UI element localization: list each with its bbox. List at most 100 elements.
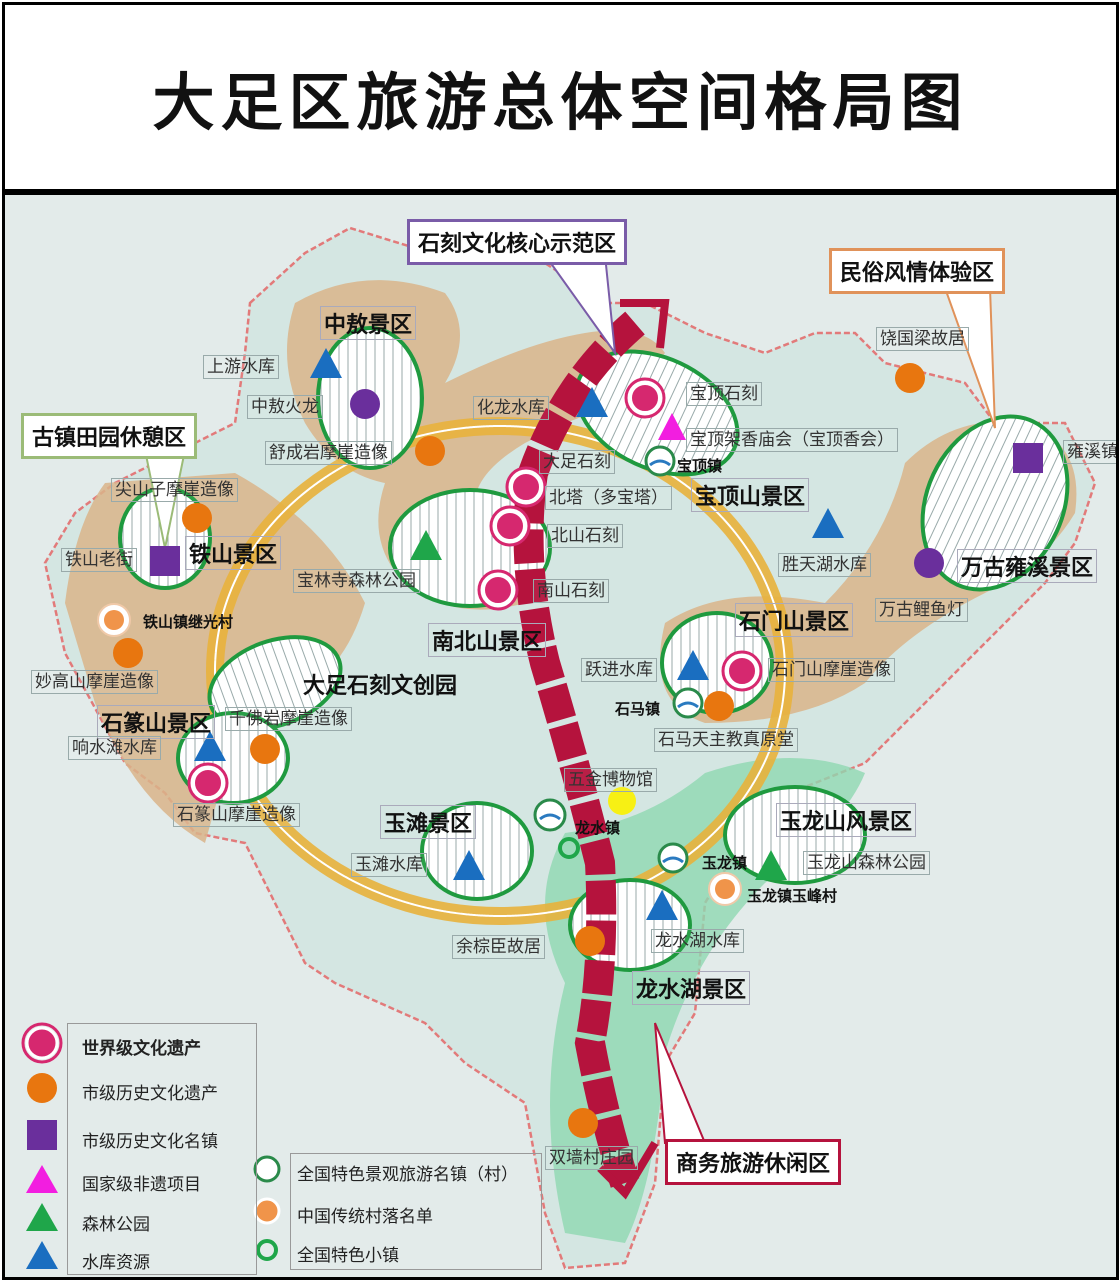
town-label: 龙水镇 — [575, 819, 621, 837]
place-label: 石篆山摩崖造像 — [173, 803, 300, 827]
scenic-town-badge-icon[interactable] — [644, 445, 676, 477]
legend-box-primary: 世界级文化遗产 市级历史文化遗产 市级历史文化名镇 国家级非遗项目 森林公园 水… — [67, 1023, 257, 1275]
town-label: 铁山镇继光村 — [143, 613, 234, 631]
scenic-yulong[interactable] — [723, 785, 867, 885]
reservoir-marker[interactable] — [453, 850, 485, 880]
zone-callout-folk: 民俗风情体验区 — [829, 248, 1006, 294]
scenic-label-shizhuan: 石篆山景区 — [97, 705, 216, 739]
scenic-label-yulong: 玉龙山风景区 — [776, 803, 917, 837]
city-heritage-marker[interactable] — [895, 363, 925, 393]
scenic-wenchuang[interactable] — [197, 620, 354, 745]
town-label: 玉龙镇玉峰村 — [747, 887, 838, 905]
scenic-town-badge-icon[interactable] — [533, 798, 567, 832]
scenic-label-tieshan: 铁山景区 — [185, 536, 282, 570]
place-label: 宝顶架香庙会（宝顶香会） — [686, 428, 898, 452]
scenic-yutan[interactable] — [420, 801, 534, 901]
place-label: 北山石刻 — [547, 524, 623, 548]
forest-park-marker[interactable] — [410, 530, 442, 560]
map-title: 大足区旅游总体空间格局图 — [152, 66, 969, 139]
map-graphics — [21, 226, 1097, 1270]
traditional-village-marker[interactable] — [97, 603, 131, 637]
tourism-ring-inner-line — [214, 425, 786, 917]
scenic-label-longshuihu: 龙水湖景区 — [632, 971, 751, 1005]
place-label: 铁山老街 — [61, 548, 137, 572]
city-heritage-marker[interactable] — [415, 436, 445, 466]
world-heritage-marker[interactable] — [489, 505, 531, 547]
city-town-marker[interactable] — [914, 548, 944, 578]
map-canvas: 石刻文化核心示范区 民俗风情体验区 古镇田园休憩区 商务旅游休闲区 中敖景区 铁… — [2, 192, 1119, 1280]
place-label: 余棕臣故居 — [452, 935, 545, 959]
city-heritage-marker[interactable] — [704, 691, 734, 721]
legend-city-heritage: 市级历史文化遗产 — [82, 1084, 218, 1104]
scenic-town-badge-icon[interactable] — [657, 842, 689, 874]
scenic-label-zhongao: 中敖景区 — [320, 306, 417, 340]
place-label: 尖山子摩崖造像 — [111, 478, 238, 502]
zone-callout-core: 石刻文化核心示范区 — [407, 219, 628, 265]
town-label: 玉龙镇 — [702, 854, 748, 872]
city-heritage-marker[interactable] — [182, 503, 212, 533]
place-label: 双墙村庄园 — [545, 1146, 638, 1170]
world-heritage-marker[interactable] — [477, 569, 519, 611]
reservoir-marker[interactable] — [677, 650, 709, 680]
scenic-label-nanbei: 南北山景区 — [428, 623, 547, 657]
city-heritage-marker[interactable] — [575, 926, 605, 956]
world-heritage-marker[interactable] — [187, 762, 229, 804]
city-town-square-marker[interactable] — [1013, 443, 1043, 473]
reservoir-marker[interactable] — [812, 508, 844, 538]
legend-scenic-town: 全国特色景观旅游名镇（村） — [297, 1165, 518, 1185]
world-heritage-marker[interactable] — [505, 466, 547, 508]
city-town-square-marker[interactable] — [150, 546, 180, 576]
place-label: 舒成岩摩崖造像 — [265, 441, 392, 465]
place-label: 化龙水库 — [473, 396, 549, 420]
scenic-label-wangu: 万古雍溪景区 — [957, 549, 1098, 583]
reservoir-marker[interactable] — [576, 387, 608, 417]
zone-callout-town: 古镇田园休憩区 — [21, 413, 198, 459]
axis-arrow-south — [597, 1140, 659, 1200]
title-box: 大足区旅游总体空间格局图 — [2, 2, 1119, 192]
legend-intangible: 国家级非遗项目 — [82, 1175, 201, 1195]
place-label: 中敖火龙 — [247, 395, 323, 419]
place-label: 万古鲤鱼灯 — [875, 598, 968, 622]
scenic-town-badge-icon[interactable] — [672, 687, 704, 719]
city-heritage-marker[interactable] — [250, 734, 280, 764]
legend-reservoir: 水库资源 — [82, 1253, 150, 1273]
forest-park-marker[interactable] — [755, 850, 787, 880]
place-label: 饶国梁故居 — [876, 327, 969, 351]
place-label: 北塔（多宝塔） — [545, 486, 672, 510]
place-label: 千佛岩摩崖造像 — [225, 707, 352, 731]
city-town-marker[interactable] — [350, 389, 380, 419]
world-heritage-marker[interactable] — [624, 377, 666, 419]
feature-town-marker[interactable] — [558, 837, 580, 859]
place-label: 宝林寺森林公园 — [293, 569, 420, 593]
place-label: 响水滩水库 — [68, 736, 161, 760]
legend-forest-park: 森林公园 — [82, 1215, 150, 1235]
place-label: 胜天湖水库 — [778, 553, 871, 577]
legend-symbols — [21, 1022, 281, 1269]
traditional-village-marker[interactable] — [708, 872, 742, 906]
scenic-label-wenchuang: 大足石刻文创园 — [303, 674, 458, 699]
intangible-heritage-marker[interactable] — [658, 413, 686, 440]
legend-city-town: 市级历史文化名镇 — [82, 1132, 218, 1152]
legend-box-secondary: 全国特色景观旅游名镇（村） 中国传统村落名单 全国特色小镇 — [290, 1153, 542, 1270]
city-heritage-marker[interactable] — [113, 638, 143, 668]
town-label: 宝顶镇 — [677, 457, 723, 475]
zone-callout-business: 商务旅游休闲区 — [665, 1139, 842, 1185]
place-label: 上游水库 — [203, 355, 279, 379]
place-label: 雍溪镇 — [1063, 440, 1116, 464]
place-label: 五金博物馆 — [564, 768, 657, 792]
scenic-label-baoding: 宝顶山景区 — [691, 478, 810, 512]
city-heritage-marker[interactable] — [568, 1108, 598, 1138]
museum-marker[interactable] — [608, 787, 636, 815]
development-axis — [513, 311, 645, 1188]
reservoir-marker[interactable] — [646, 890, 678, 920]
place-label: 玉龙山森林公园 — [803, 851, 930, 875]
place-label: 跃进水库 — [581, 658, 657, 682]
place-label: 石马天主教真原堂 — [654, 728, 798, 752]
reservoir-marker[interactable] — [194, 731, 226, 761]
place-label: 妙高山摩崖造像 — [31, 670, 158, 694]
reservoir-marker[interactable] — [310, 348, 342, 378]
world-heritage-marker[interactable] — [721, 650, 763, 692]
legend-feature-town: 全国特色小镇 — [297, 1246, 399, 1266]
scenic-label-yutan: 玉滩景区 — [380, 805, 477, 839]
